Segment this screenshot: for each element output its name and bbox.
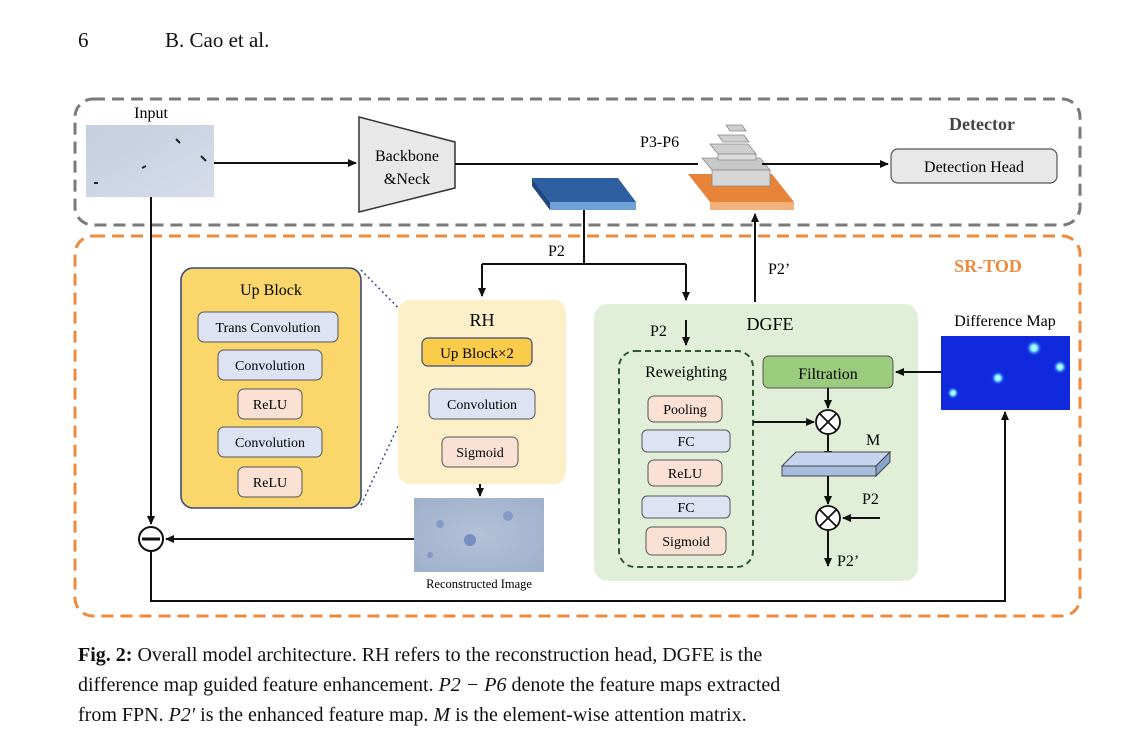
rh-sigmoid-label: Sigmoid bbox=[456, 446, 503, 461]
multiply-operator-2 bbox=[815, 505, 841, 531]
relu-block bbox=[647, 459, 723, 487]
sigmoid-block bbox=[645, 526, 727, 556]
architecture-diagram: Detector SR-TOD Input Backbone &Neck P3-… bbox=[73, 97, 1082, 618]
pooling-block bbox=[647, 395, 723, 423]
dgfe-p2-out-label: P2’ bbox=[837, 553, 859, 570]
srtod-label: SR-TOD bbox=[954, 256, 1022, 276]
detection-head bbox=[890, 148, 1058, 184]
detection-head-label: Detection Head bbox=[924, 159, 1024, 176]
sigmoid-label: Sigmoid bbox=[662, 535, 709, 550]
pooling-label: Pooling bbox=[663, 403, 707, 418]
reweighting-frame bbox=[618, 350, 754, 568]
detector-frame bbox=[73, 97, 1082, 227]
caption-sentence-3: denote the feature maps extracted bbox=[511, 674, 781, 696]
dgfe-title: DGFE bbox=[746, 314, 793, 334]
running-authors: B. Cao et al. bbox=[165, 28, 270, 52]
p2-feature-layer bbox=[532, 178, 636, 210]
srtod-frame bbox=[73, 234, 1082, 618]
trans-convolution-block bbox=[197, 311, 339, 343]
trans-convolution-label: Trans Convolution bbox=[216, 321, 321, 336]
up-relu-label-2: ReLU bbox=[253, 476, 287, 491]
filtration-label: Filtration bbox=[798, 366, 858, 383]
caption-math-p2-prime: P2′ bbox=[168, 704, 196, 726]
up-convolution-label-2: Convolution bbox=[235, 436, 305, 451]
reconstructed-image-label: Reconstructed Image bbox=[426, 577, 532, 591]
caption-math-p2-p6: P2 − P6 bbox=[438, 674, 507, 696]
up-convolution-block-2 bbox=[217, 426, 323, 458]
p2-prime-up-label: P2’ bbox=[768, 261, 790, 278]
rh-title: RH bbox=[469, 310, 494, 330]
caption-sentence-6: is the element-wise attention matrix. bbox=[455, 704, 747, 726]
up-block-x2-label: Up Block×2 bbox=[440, 346, 514, 362]
backbone-label-1: Backbone bbox=[375, 148, 439, 165]
dgfe-p2-in-label: P2 bbox=[650, 323, 667, 340]
fc-label-1: FC bbox=[677, 435, 694, 450]
up-convolution-label-1: Convolution bbox=[235, 359, 305, 374]
reconstructed-image bbox=[414, 498, 544, 572]
caption-sentence-2: difference map guided feature enhancemen… bbox=[78, 674, 434, 696]
multiply-operator-1 bbox=[815, 409, 841, 435]
fc-block-2 bbox=[641, 495, 731, 519]
backbone-neck bbox=[358, 116, 456, 213]
difference-map-image bbox=[941, 336, 1070, 410]
page-number: 6 bbox=[78, 28, 89, 52]
caption-sentence-4: from FPN. bbox=[78, 704, 164, 726]
attention-matrix-m bbox=[780, 450, 892, 478]
figure-label: Fig. 2: bbox=[78, 644, 133, 666]
p3p6-label: P3-P6 bbox=[640, 134, 679, 151]
p3-p6-pyramid bbox=[688, 124, 794, 210]
m-label: M bbox=[866, 432, 880, 449]
difference-map-label: Difference Map bbox=[954, 313, 1055, 330]
input-label: Input bbox=[134, 105, 168, 122]
caption-sentence-1: Overall model architecture. RH refers to… bbox=[137, 644, 763, 666]
up-convolution-block-1 bbox=[217, 349, 323, 381]
p2-branch-label: P2 bbox=[548, 243, 565, 260]
figure-caption: Fig. 2: Overall model architecture. RH r… bbox=[78, 640, 1098, 730]
relu-label: ReLU bbox=[668, 467, 702, 482]
caption-sentence-5: is the enhanced feature map. bbox=[200, 704, 429, 726]
fc-block-1 bbox=[641, 429, 731, 453]
up-relu-label-1: ReLU bbox=[253, 398, 287, 413]
detector-label: Detector bbox=[949, 114, 1015, 134]
rh-sigmoid-block bbox=[441, 436, 519, 468]
caption-math-m: M bbox=[433, 704, 451, 726]
up-block-title: Up Block bbox=[240, 282, 302, 299]
up-relu-block-2 bbox=[237, 466, 303, 498]
rh-convolution-block bbox=[428, 388, 536, 420]
fc-label-2: FC bbox=[677, 501, 694, 516]
backbone-label-2: &Neck bbox=[384, 171, 430, 188]
rh-convolution-label: Convolution bbox=[447, 398, 517, 413]
dgfe-p2-side-label: P2 bbox=[862, 491, 879, 508]
input-image bbox=[86, 125, 214, 197]
subtraction-operator bbox=[138, 526, 164, 552]
up-relu-block-1 bbox=[237, 388, 303, 420]
reweighting-title: Reweighting bbox=[645, 364, 727, 381]
up-block-x2 bbox=[421, 337, 533, 367]
